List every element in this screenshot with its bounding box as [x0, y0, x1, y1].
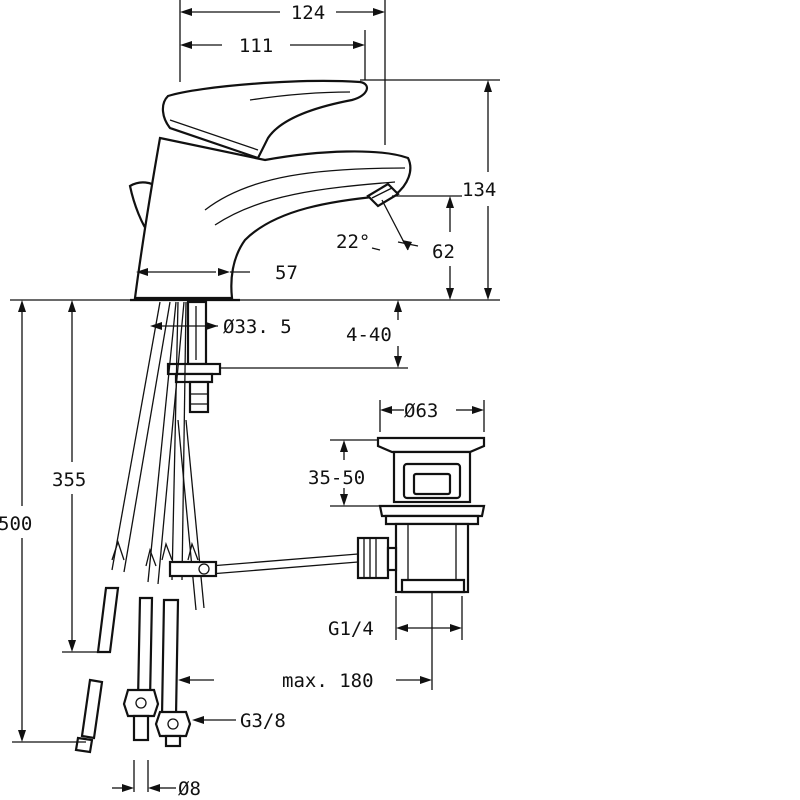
faucet — [128, 79, 412, 302]
dimension-g1-4: G1/4 — [328, 596, 463, 640]
pop-up-waste — [168, 436, 486, 594]
lever-handle — [161, 79, 369, 160]
dimension-g3-8: G3/8 — [192, 710, 286, 732]
dim-500-label: 500 — [0, 513, 32, 535]
dimension-111: 111 — [180, 30, 366, 80]
dim-8-label: Ø8 — [178, 778, 201, 800]
dim-33-5-label: Ø33. 5 — [223, 316, 292, 338]
dimension-124: 124 — [179, 0, 386, 145]
dim-57-label: 57 — [275, 262, 298, 284]
dimension-4-40: 4-40 — [220, 300, 408, 369]
dim-4-40-label: 4-40 — [346, 324, 392, 346]
dimension-134: 134 — [360, 79, 500, 300]
g1-4-label: G1/4 — [328, 618, 374, 640]
max-180-label: max. 180 — [282, 670, 374, 692]
dim-355-label: 355 — [52, 469, 86, 491]
dimension-35-50: 35-50 — [308, 439, 380, 507]
dim-111-label: 111 — [239, 35, 273, 57]
dimension-diameter-63: Ø63 — [379, 400, 485, 432]
dim-35-50-label: 35-50 — [308, 467, 365, 489]
faucet-body — [133, 136, 412, 300]
angle-22: 22° — [336, 199, 419, 253]
dimension-diameter-8: Ø8 — [112, 760, 201, 800]
supply-hoses — [74, 301, 205, 754]
dimension-max-180: max. 180 — [178, 592, 433, 692]
angle-22-label: 22° — [336, 231, 370, 253]
dim-134-label: 134 — [462, 179, 496, 201]
dimension-diameter-33-5: Ø33. 5 — [150, 316, 292, 338]
dim-62-label: 62 — [432, 241, 455, 263]
aerator — [366, 182, 400, 208]
dimension-355: 355 — [52, 300, 108, 653]
dim-124-label: 124 — [291, 2, 325, 24]
dimension-57: 57 — [136, 262, 298, 284]
dimension-62: 62 — [392, 195, 462, 300]
dim-63-label: Ø63 — [404, 400, 438, 422]
dimension-500: 500 — [0, 300, 86, 743]
g3-8-label: G3/8 — [240, 710, 286, 732]
